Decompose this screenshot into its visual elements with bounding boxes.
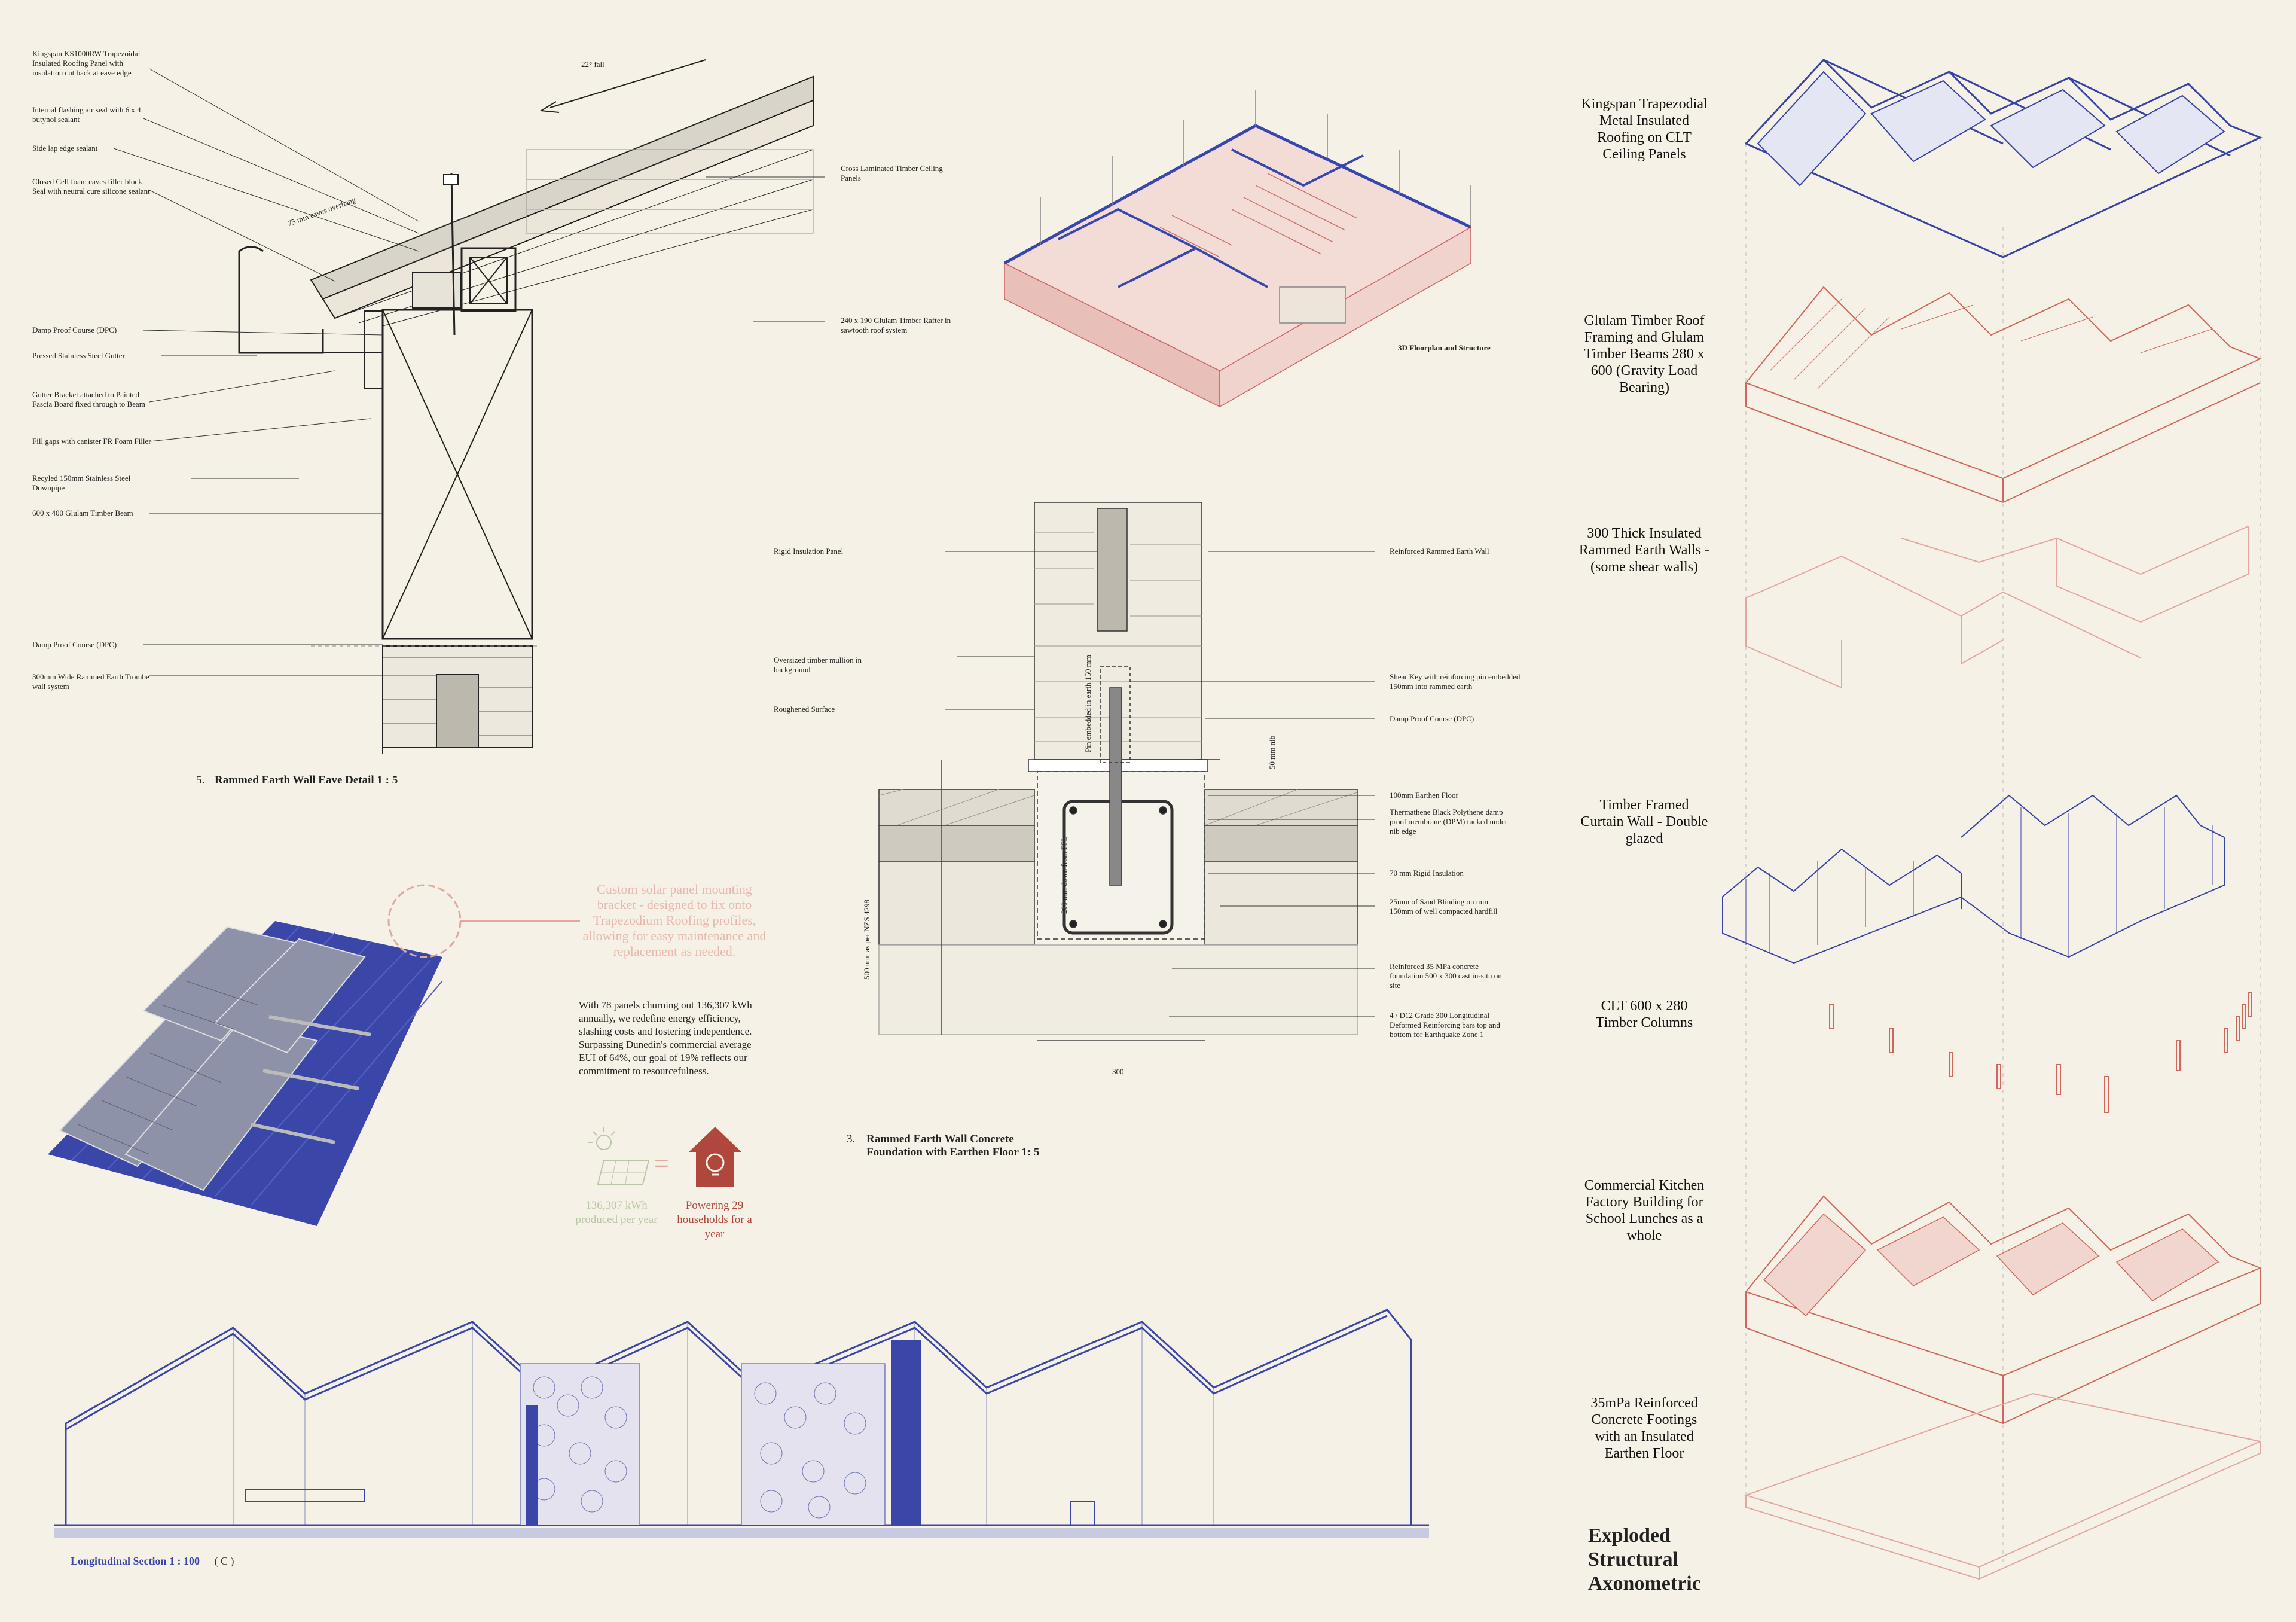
eave-label-2: Internal flashing air seal with 6 x 4 bu…: [32, 105, 141, 124]
width-dim-label: 300: [1112, 1067, 1124, 1076]
foundation-caption: 3. Rammed Earth Wall Concrete Foundation…: [847, 1133, 1064, 1159]
ffl-dim-label: 200 mm down from FFL: [1060, 836, 1068, 914]
foundation-left-label-3: Roughened Surface: [774, 705, 835, 714]
equals-sign: =: [654, 1149, 669, 1178]
eave-label-12: 300mm Wide Rammed Earth Trombe wall syst…: [32, 672, 149, 691]
foundation-right-label-6: 70 mm Rigid Insulation: [1390, 868, 1464, 877]
foundation-right-label-8: Reinforced 35 MPa concrete foundation 50…: [1390, 962, 1502, 990]
eave-label-10: 600 x 400 Glulam Timber Beam: [32, 508, 133, 517]
exploded-label-2: Glulam Timber Roof Framing and Glulam Ti…: [1584, 313, 1705, 395]
foundation-right-label-1: Reinforced Rammed Earth Wall: [1390, 547, 1489, 556]
foundation-right-label-3: Damp Proof Course (DPC): [1390, 714, 1474, 723]
eave-caption-num: 5.: [196, 774, 205, 786]
exploded-axonometric-drawing: [1722, 58, 2263, 1580]
house-bulb-icon: [689, 1127, 741, 1187]
eave-label-9: Recyled 150mm Stainless Steel Downpipe: [32, 474, 131, 492]
exploded-label-1: Kingspan Trapezodial Metal Insulated Roo…: [1581, 96, 1708, 162]
floorplan-axonometric: [1003, 90, 1472, 408]
kwh-stat: 136,307 kWh produced per year: [575, 1199, 658, 1226]
exploded-label-3: 300 Thick Insulated Rammed Earth Walls -…: [1578, 526, 1710, 575]
eave-label-1: Kingspan KS1000RW Trapezoidal Insulated …: [32, 49, 141, 77]
longitudinal-section: [54, 1309, 1429, 1538]
solar-panel-icon: [588, 1127, 650, 1185]
eave-right-label-1: Cross Laminated Timber Ceiling Panels: [841, 164, 943, 182]
eave-label-5: Damp Proof Course (DPC): [32, 325, 117, 334]
eave-right-label-2: 240 x 190 Glulam Timber Rafter in sawtoo…: [841, 316, 951, 334]
foundation-right-label-2: Shear Key with reinforcing pin embedded …: [1390, 672, 1521, 691]
foundation-left-label-1: Rigid Insulation Panel: [774, 547, 844, 556]
foundation-detail-drawing: [878, 502, 1375, 1041]
nib-dim-label: 50 mm nib: [1268, 735, 1277, 770]
section-caption: Longitudinal Section 1 : 100 ( C ): [71, 1555, 234, 1568]
eave-detail-drawing: [113, 59, 825, 754]
eave-label-7: Gutter Bracket attached to Painted Fasci…: [32, 390, 145, 408]
pin-dim-label: Pin embedded in earth 150 mm: [1083, 655, 1092, 752]
eave-label-11: Damp Proof Course (DPC): [32, 640, 117, 649]
foundation-left-label-2: Oversized timber mullion in background: [774, 655, 862, 674]
exploded-label-5: CLT 600 x 280 Timber Columns: [1595, 998, 1693, 1030]
section-caption-tag: ( C ): [214, 1555, 234, 1567]
foundation-right-label-4: 100mm Earthen Floor: [1390, 791, 1458, 800]
foundation-caption-num: 3.: [847, 1133, 856, 1145]
solar-paragraph: With 78 panels churning out 136,307 kWh …: [579, 999, 752, 1077]
eave-caption: 5. Rammed Earth Wall Eave Detail 1 : 5: [196, 774, 398, 787]
depth-dim-label: 500 mm as per NZS 4298: [862, 900, 871, 980]
fall-label: 22° fall: [581, 60, 604, 69]
section-caption-text: Longitudinal Section 1 : 100: [71, 1555, 200, 1567]
exploded-title: Exploded Structural Axonometric: [1588, 1525, 1701, 1594]
foundation-caption-text: Rammed Earth Wall Concrete Foundation wi…: [866, 1133, 1040, 1158]
eave-caption-text: Rammed Earth Wall Eave Detail 1 : 5: [215, 774, 398, 786]
foundation-right-label-7: 25mm of Sand Blinding on min 150mm of we…: [1390, 897, 1498, 916]
eave-label-4: Closed Cell foam eaves filler block. Sea…: [32, 177, 150, 196]
exploded-label-4: Timber Framed Curtain Wall - Double glaz…: [1580, 797, 1708, 846]
solar-callout-text: Custom solar panel mounting bracket - de…: [582, 882, 767, 959]
eave-label-8: Fill gaps with canister FR Foam Filler: [32, 437, 151, 446]
foundation-right-label-9: 4 / D12 Grade 300 Longitudinal Deformed …: [1390, 1011, 1500, 1039]
households-stat: Powering 29 households for a year: [677, 1199, 752, 1240]
eave-label-3: Side lap edge sealant: [32, 144, 98, 153]
callout-circle: [387, 884, 580, 958]
solar-roof-illustration: [48, 921, 443, 1226]
exploded-label-6: Commercial Kitchen Factory Building for …: [1584, 1178, 1705, 1243]
exploded-label-7: 35mPa Reinforced Concrete Footings with …: [1590, 1395, 1698, 1461]
foundation-right-label-5: Thermathene Black Polythene damp proof m…: [1390, 807, 1508, 836]
eave-label-6: Pressed Stainless Steel Gutter: [32, 351, 125, 360]
floorplan-caption: 3D Floorplan and Structure: [1398, 343, 1491, 352]
